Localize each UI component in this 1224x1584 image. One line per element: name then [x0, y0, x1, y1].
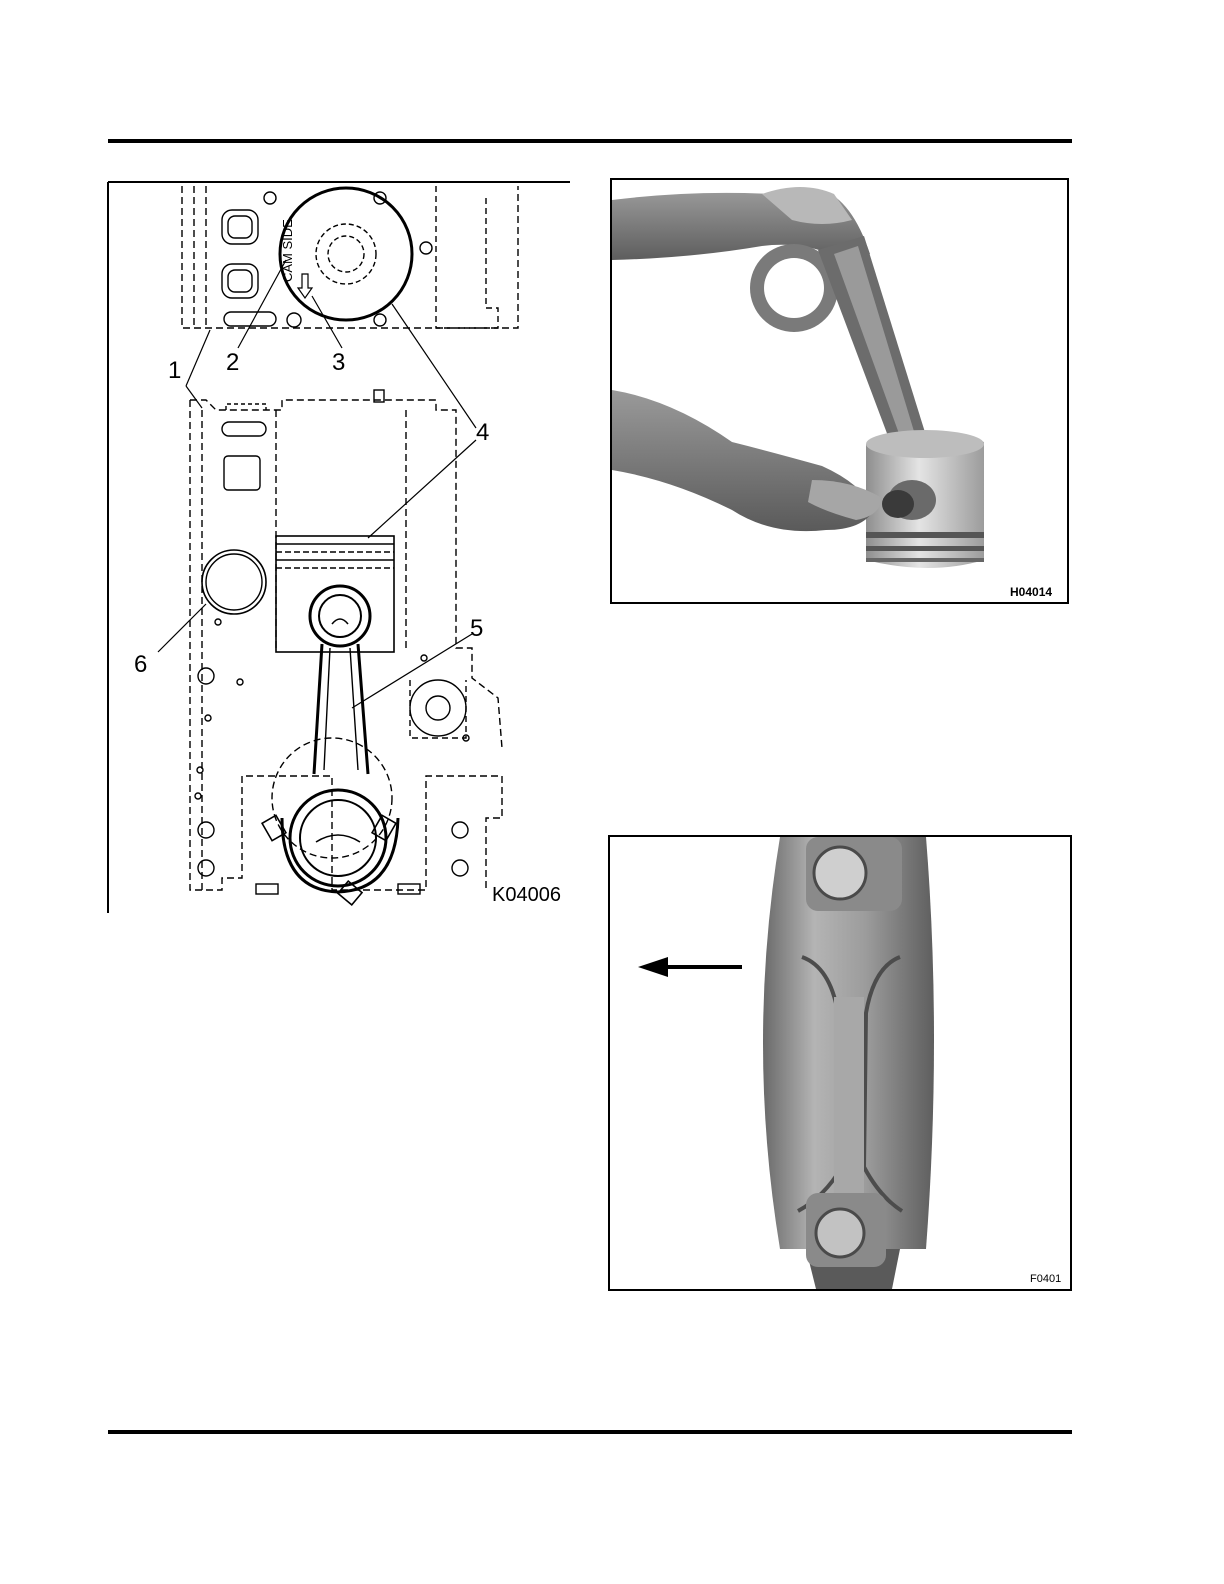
piston-pin-photo [612, 180, 1067, 602]
callout-5: 5 [470, 615, 483, 642]
callout-2: 2 [226, 349, 239, 376]
callout-1: 1 [168, 357, 181, 384]
footer-rule [108, 1430, 1072, 1434]
piston-photo-code: H04014 [1010, 585, 1052, 599]
piston-assembly-diagram: CAM SIDE 1 2 3 4 5 6 [106, 178, 576, 916]
header-rule [108, 139, 1072, 143]
callout-6: 6 [134, 651, 147, 678]
diagram-figure-code: K04006 [492, 884, 561, 907]
bearing-cap-photo-code: F0401 [1030, 1273, 1061, 1285]
diagram-figure: CAM SIDE 1 2 3 4 5 6 K04006 [106, 178, 576, 916]
piston-photo-figure: H04014 [610, 178, 1069, 604]
callout-4: 4 [476, 419, 489, 446]
cam-side-label: CAM SIDE [280, 219, 295, 282]
bearing-cap-photo-figure: F0401 [608, 835, 1072, 1291]
bearing-cap-photo [610, 837, 1070, 1289]
callout-3: 3 [332, 349, 345, 376]
